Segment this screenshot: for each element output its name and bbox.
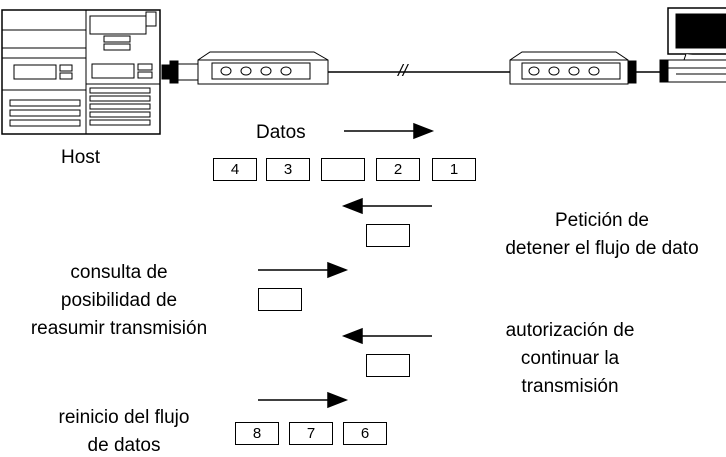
peticion-line-2: detener el flujo de dato xyxy=(505,238,699,259)
peticion-line-1: Petición de xyxy=(554,210,649,231)
link-break-mark: // xyxy=(398,61,408,80)
data-packet: 2 xyxy=(376,158,420,181)
arrow-left-icon xyxy=(341,327,432,345)
modem-right-icon xyxy=(509,51,637,85)
consulta-line-2: posibilidad de xyxy=(60,290,178,311)
autorizacion-line-3: transmisión xyxy=(521,376,619,397)
data-packet xyxy=(321,158,365,181)
terminal-computer-icon xyxy=(659,7,726,83)
arrow-right-icon xyxy=(258,261,349,279)
reinicio-line-2: de datos xyxy=(87,435,161,456)
control-packet xyxy=(366,354,410,377)
host-label: Host xyxy=(61,147,101,168)
data-packet: 7 xyxy=(289,422,333,445)
arrow-right-icon xyxy=(258,391,349,409)
consulta-line-3: reasumir transmisión xyxy=(30,318,208,339)
control-packet xyxy=(258,288,302,311)
host-connector xyxy=(161,64,171,80)
datos-label: Datos xyxy=(256,122,306,143)
arrow-right-icon xyxy=(344,122,435,140)
peticion-label: Petición de detener el flujo de dato xyxy=(497,210,707,260)
data-packet: 8 xyxy=(235,422,279,445)
autorizacion-label: autorización de continuar la transmisión xyxy=(470,320,670,398)
reinicio-label: reinicio del flujo de datos xyxy=(30,407,218,457)
consulta-label: consulta de posibilidad de reasumir tran… xyxy=(8,262,230,340)
modem-left-icon xyxy=(169,51,329,85)
consulta-line-1: consulta de xyxy=(70,262,168,283)
autorizacion-line-1: autorización de xyxy=(505,320,635,341)
arrow-left-icon xyxy=(341,197,432,215)
host-server-icon xyxy=(1,9,161,135)
reinicio-line-1: reinicio del flujo xyxy=(58,407,190,428)
autorizacion-line-2: continuar la xyxy=(520,348,620,369)
data-packet: 3 xyxy=(266,158,310,181)
control-packet xyxy=(366,224,410,247)
data-packet: 4 xyxy=(213,158,257,181)
data-packet: 6 xyxy=(343,422,387,445)
data-packet: 1 xyxy=(432,158,476,181)
